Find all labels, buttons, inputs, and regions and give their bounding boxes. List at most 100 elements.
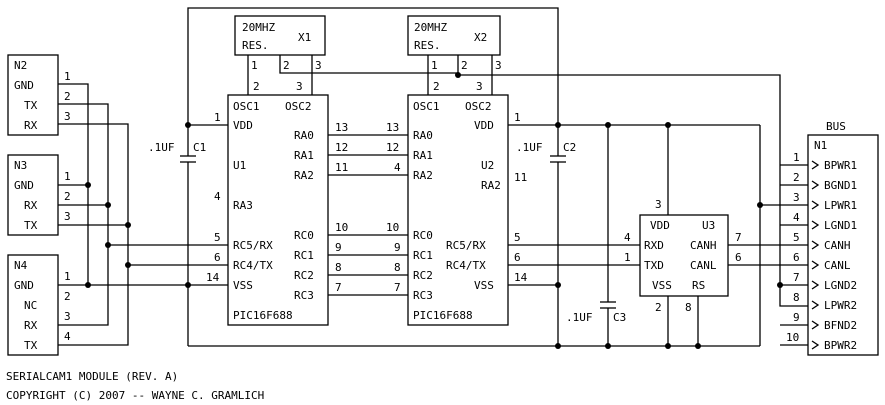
connector-pin-name: GND — [14, 79, 34, 92]
cap-c2-value: .1UF — [516, 141, 543, 154]
chip-u1-pin-name: RA1 — [294, 149, 314, 162]
connector-pin-marker — [811, 200, 820, 210]
connector-pin-num: 6 — [793, 251, 800, 264]
cap-c3-ref: C3 — [613, 311, 626, 324]
chip-u2-part: PIC16F688 — [413, 309, 473, 322]
chip-u1-pin-num: 10 — [335, 221, 348, 234]
junction-dot — [757, 202, 763, 208]
chip-u2-pin-name: RA0 — [413, 129, 433, 142]
connector-n4-body — [7, 254, 59, 356]
connector-pin-num: 3 — [793, 191, 800, 204]
connector-pin-marker — [811, 340, 820, 350]
n2-tx — [58, 103, 109, 326]
connector-pin-name: LPWR2 — [824, 299, 857, 312]
footer-title: SERIALCAM1 MODULE (REV. A) — [6, 370, 178, 383]
chip-u2-pin-name: VDD — [474, 119, 494, 132]
connector-pin-name: GND — [14, 179, 34, 192]
crystal-x2-ref: X2 — [474, 31, 487, 44]
chip-u3-body — [639, 214, 729, 297]
chip-u2-pin-num: 6 — [514, 251, 521, 264]
connector-pin-name: BPWR1 — [824, 159, 857, 172]
connector-pin-num: 2 — [793, 171, 800, 184]
chip-u2-pin-num: 3 — [476, 80, 483, 93]
junction-dot — [665, 122, 671, 128]
chip-u2-pin-num: 10 — [386, 221, 399, 234]
connector-pin-num: 10 — [786, 331, 799, 344]
chip-u3-pin-num: 6 — [735, 251, 742, 264]
connector-pin-num: 7 — [793, 271, 800, 284]
chip-u1-pin-num: 11 — [335, 161, 348, 174]
cap-c1-ref: C1 — [193, 141, 206, 154]
chip-u1-pin-num: 1 — [214, 111, 221, 124]
connector-pin-marker — [811, 240, 820, 250]
junction-dot — [125, 262, 131, 268]
chip-u2-pin-name: RC0 — [413, 229, 433, 242]
crystal-x1: 20MHZ X1 RES. 1 2 3 — [234, 15, 326, 72]
connector-n3-ref: N3 — [14, 159, 27, 172]
chip-u2-pin-name: RA1 — [413, 149, 433, 162]
crystal-x2: 20MHZ X2 RES. 1 2 3 — [407, 15, 502, 72]
connector-pin-name: RX — [24, 199, 38, 212]
chip-u1-pin-num: 5 — [214, 231, 221, 244]
chip-u3-pin-name: CANL — [690, 259, 717, 272]
connector-pin-name: TX — [24, 339, 38, 352]
junction-dot — [555, 343, 561, 349]
connector-n2-body — [7, 54, 59, 136]
cap-c2-ref: C2 — [563, 141, 576, 154]
junction-dot — [605, 122, 611, 128]
connector-pin-name: RX — [24, 319, 38, 332]
chip-u3-pin-num: 4 — [624, 231, 631, 244]
chip-u3-pin-num: 1 — [624, 251, 631, 264]
connector-n1-title: BUS — [826, 120, 846, 133]
chip-u3-pin-num: 3 — [655, 198, 662, 211]
chip-u1-pin-name: OSC1 — [233, 100, 260, 113]
connector-pin-num: 1 — [793, 151, 800, 164]
connector-pin-name: LPWR1 — [824, 199, 857, 212]
chip-u2-pin-name: VSS — [474, 279, 494, 292]
chip-u2-pin-name: OSC2 — [465, 100, 492, 113]
connector-n1: BUS N1 1BPWR12BGND13LPWR14LGND15CANH6CAN… — [780, 120, 879, 356]
connector-pin-name: CANH — [824, 239, 851, 252]
wires — [58, 7, 808, 347]
connector-pin-marker — [811, 320, 820, 330]
chip-u1-pin-name: RA2 — [294, 169, 314, 182]
connector-pin-num: 1 — [64, 70, 71, 83]
cap-c3-value: .1UF — [566, 311, 593, 324]
chip-u3-pin-name: VSS — [652, 279, 672, 292]
chip-u1-pin-name: RC1 — [294, 249, 314, 262]
n2-gnd — [58, 83, 89, 285]
connector-pin-name: CANL — [824, 259, 851, 272]
junction-dot — [777, 282, 783, 288]
chip-u2-pin-num: 9 — [394, 241, 401, 254]
crystal-x2-pin1: 1 — [431, 59, 438, 72]
chip-u2-pin-num: 5 — [514, 231, 521, 244]
connector-n1-body — [807, 134, 879, 356]
connector-pin-marker — [811, 160, 820, 170]
title-block: SERIALCAM1 MODULE (REV. A) COPYRIGHT (C)… — [6, 370, 264, 402]
connector-pin-num: 9 — [793, 311, 800, 324]
chip-u2-pin-name: RC1 — [413, 249, 433, 262]
connector-pin-name: GND — [14, 279, 34, 292]
junction-dot — [185, 282, 191, 288]
junction-dot — [85, 182, 91, 188]
connector-n1-ref: N1 — [814, 139, 827, 152]
chip-u2-pin-name: RC4/TX — [446, 259, 486, 272]
chip-u3-pin-num: 8 — [685, 301, 692, 314]
chip-u1-pin-name: RC5/RX — [233, 239, 273, 252]
connector-pin-name: LGND1 — [824, 219, 857, 232]
chip-u2-pin-name: RA2 — [481, 179, 501, 192]
chip-u3-pin-name: TXD — [644, 259, 664, 272]
chip-u2-pin-name: RC5/RX — [446, 239, 486, 252]
chip-u2-pin-num: 7 — [394, 281, 401, 294]
junction-dot — [555, 282, 561, 288]
connector-pin-marker — [811, 180, 820, 190]
chip-u1-pin-name: RA3 — [233, 199, 253, 212]
cap-c1-value: .1UF — [148, 141, 175, 154]
connector-pin-num: 3 — [64, 310, 71, 323]
chip-u2-pin-num: 12 — [386, 141, 399, 154]
connector-pin-name: BFND2 — [824, 319, 857, 332]
connector-pin-num: 3 — [64, 210, 71, 223]
chip-u1-body — [227, 94, 329, 326]
vdd-top-loop — [187, 7, 559, 125]
